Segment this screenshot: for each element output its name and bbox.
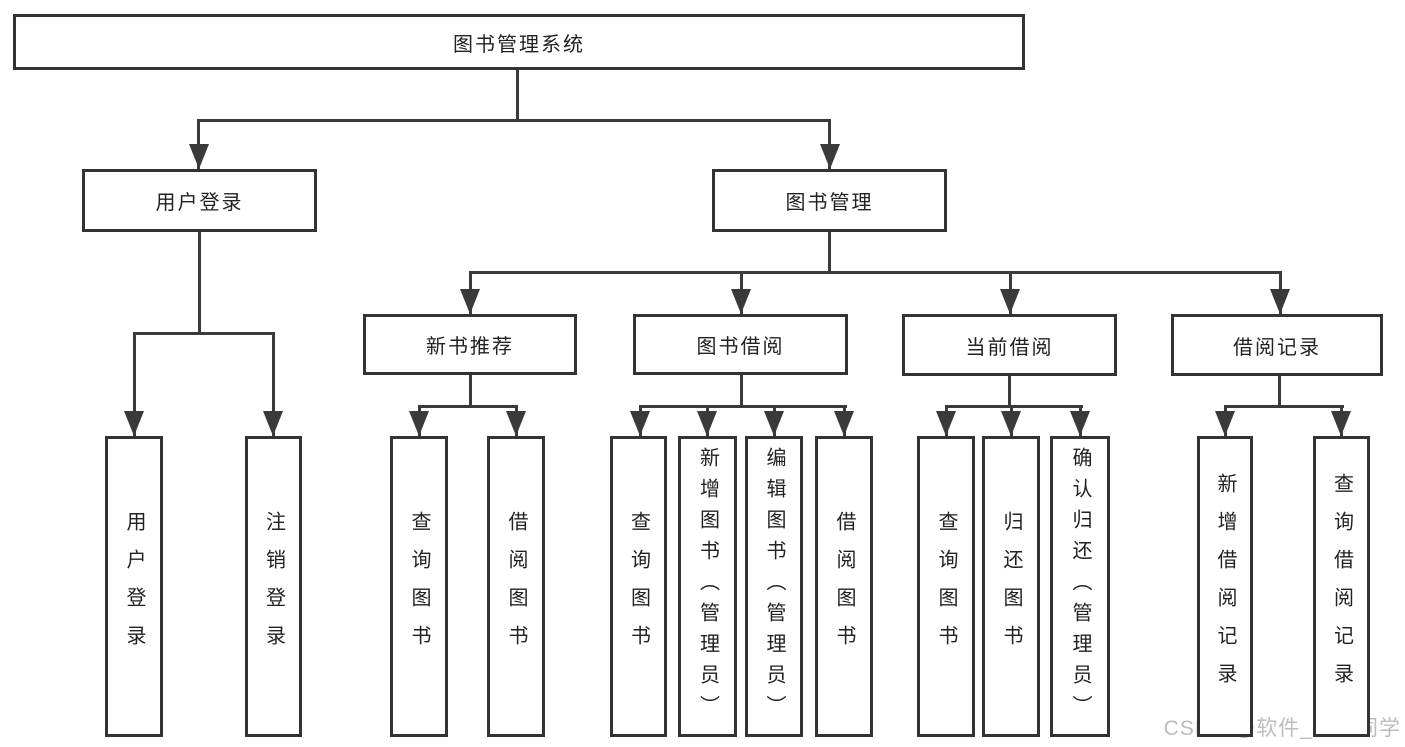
arrow-down-icon: [1270, 289, 1290, 314]
arrow-down-icon: [409, 411, 429, 436]
connector-line: [639, 405, 847, 408]
node-leaf-confirm-return: 确认归还（管理员）: [1050, 436, 1110, 737]
arrow-down-icon: [263, 411, 283, 436]
node-label: 查询图书: [935, 510, 957, 663]
node-label: 图书借阅: [696, 336, 785, 358]
node-label: 用户登录: [155, 192, 244, 214]
node-borrow-records: 借阅记录: [1171, 314, 1383, 376]
arrow-down-icon: [731, 289, 751, 314]
node-label: 新增图书（管理员）: [696, 447, 719, 726]
node-leaf-logout: 注销登录: [245, 436, 302, 737]
node-label: 确认归还（管理员）: [1069, 447, 1091, 726]
connector-line: [1278, 376, 1281, 408]
arrow-down-icon: [1215, 411, 1235, 436]
node-current-borrow: 当前借阅: [902, 314, 1117, 376]
connector-line: [418, 405, 518, 408]
arrow-down-icon: [124, 411, 144, 436]
connector-line: [945, 405, 1083, 408]
arrow-down-icon: [1070, 411, 1090, 436]
node-leaf-query-books-3: 查询图书: [917, 436, 975, 737]
connector-line: [133, 332, 136, 436]
node-label: 新增借阅记录: [1214, 472, 1236, 701]
connector-line: [133, 332, 275, 335]
arrow-down-icon: [820, 144, 840, 169]
connector-line: [740, 374, 743, 408]
node-user-login: 用户登录: [82, 169, 317, 232]
node-label: 归还图书: [1000, 510, 1022, 663]
node-label: 查询图书: [408, 510, 430, 663]
node-label: 借阅图书: [505, 510, 527, 663]
node-label: 借阅图书: [833, 510, 855, 663]
arrow-down-icon: [1000, 289, 1020, 314]
node-leaf-add-borrow-record: 新增借阅记录: [1197, 436, 1253, 737]
connector-line: [469, 374, 472, 408]
node-leaf-user-login: 用户登录: [105, 436, 163, 737]
connector-line: [272, 332, 275, 436]
node-leaf-edit-book-admin: 编辑图书（管理员）: [745, 436, 803, 737]
arrow-down-icon: [630, 411, 650, 436]
node-label: 编辑图书（管理员）: [763, 447, 785, 726]
arrow-down-icon: [834, 411, 854, 436]
node-leaf-return-books: 归还图书: [982, 436, 1040, 737]
node-label: 查询图书: [627, 510, 650, 663]
node-label: 借阅记录: [1233, 336, 1321, 359]
connector-line: [469, 271, 1282, 274]
node-book-borrow: 图书借阅: [633, 314, 848, 375]
node-label: 当前借阅: [965, 336, 1054, 359]
node-leaf-borrow-books-1: 借阅图书: [487, 436, 545, 737]
node-label: 图书管理: [785, 192, 874, 214]
node-label: 查询借阅记录: [1330, 472, 1353, 701]
node-label: 用户登录: [123, 510, 145, 663]
node-label: 新书推荐: [426, 336, 514, 358]
connector-line: [1224, 405, 1344, 408]
connector-line: [1008, 376, 1011, 408]
node-leaf-query-borrow-record: 查询借阅记录: [1313, 436, 1370, 737]
connector-line: [198, 232, 201, 335]
node-new-book-recommend: 新书推荐: [363, 314, 577, 375]
arrow-down-icon: [506, 411, 526, 436]
arrow-down-icon: [460, 289, 480, 314]
node-leaf-add-book-admin: 新增图书（管理员）: [678, 436, 737, 737]
connector-line: [516, 70, 519, 122]
node-root: 图书管理系统: [13, 14, 1025, 70]
connector-line: [197, 119, 831, 122]
connector-line: [828, 232, 831, 274]
node-book-management: 图书管理: [712, 169, 947, 232]
arrow-down-icon: [1001, 411, 1021, 436]
node-leaf-query-books-1: 查询图书: [390, 436, 448, 737]
arrow-down-icon: [1331, 411, 1351, 436]
arrow-down-icon: [697, 411, 717, 436]
node-leaf-query-books-2: 查询图书: [610, 436, 667, 737]
node-label: 注销登录: [262, 510, 285, 663]
arrow-down-icon: [936, 411, 956, 436]
arrow-down-icon: [189, 144, 209, 169]
node-label: 图书管理系统: [453, 33, 585, 56]
arrow-down-icon: [764, 411, 784, 436]
node-leaf-borrow-books-2: 借阅图书: [815, 436, 873, 737]
